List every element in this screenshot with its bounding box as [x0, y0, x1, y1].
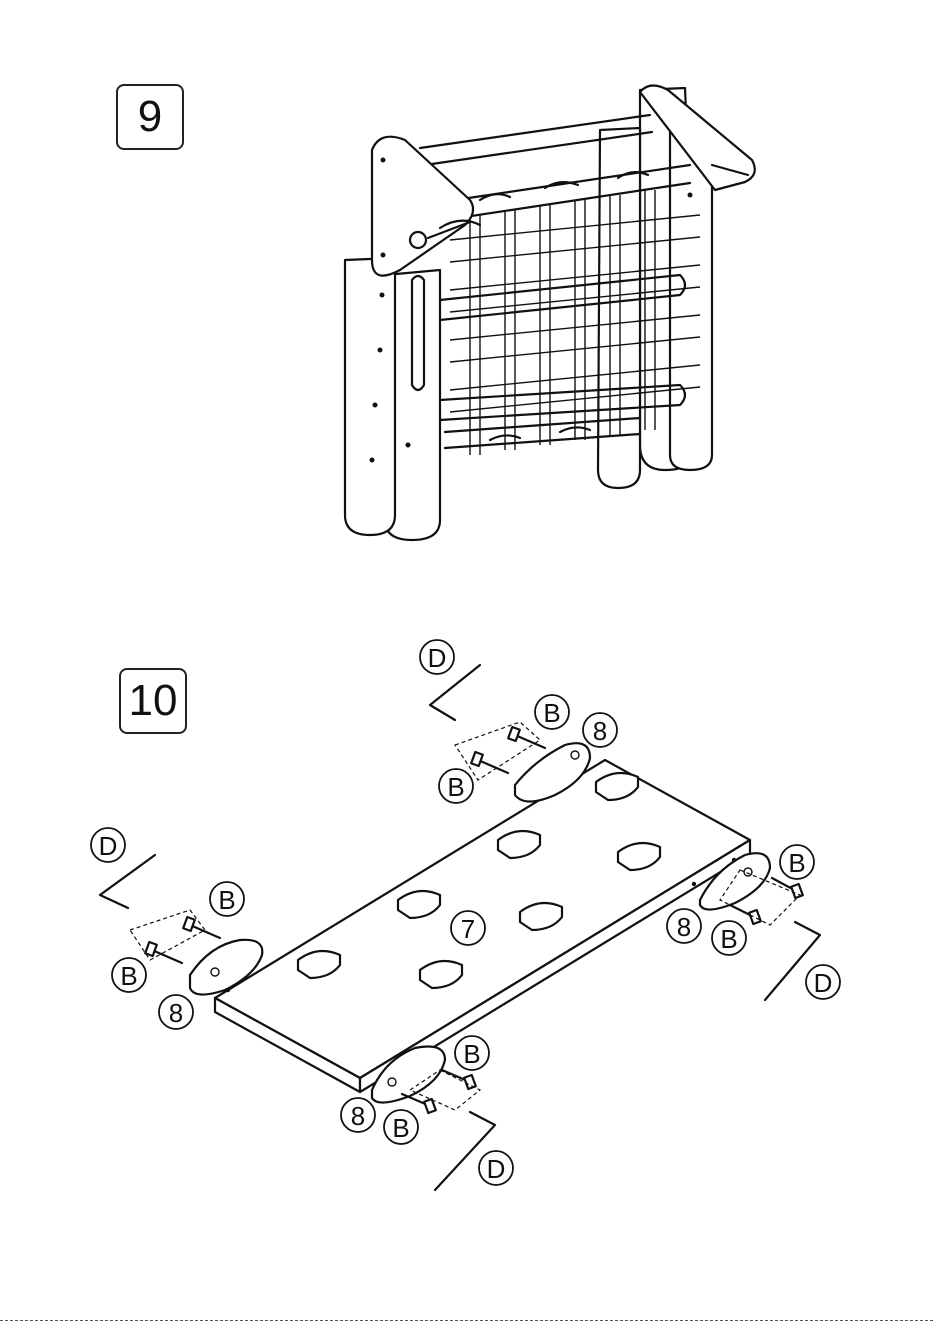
- svg-text:D: D: [487, 1154, 506, 1184]
- svg-text:8: 8: [169, 998, 183, 1028]
- callout-hexkey-d-4: D: [479, 1151, 513, 1185]
- callout-hold-8-bottom: 8: [341, 1098, 375, 1132]
- callout-hexkey-d-1: D: [420, 640, 454, 674]
- callout-screw-b-1: B: [535, 695, 569, 729]
- callout-hexkey-d-3: D: [806, 965, 840, 999]
- callout-hold-8-top: 8: [583, 713, 617, 747]
- svg-text:B: B: [543, 698, 560, 728]
- callout-hold-8-left: 8: [159, 995, 193, 1029]
- callout-screw-b-4: B: [112, 958, 146, 992]
- callout-screw-b-6: B: [712, 921, 746, 955]
- svg-text:7: 7: [461, 914, 475, 944]
- svg-text:D: D: [428, 643, 447, 673]
- svg-text:8: 8: [351, 1101, 365, 1131]
- svg-text:B: B: [447, 772, 464, 802]
- callout-screw-b-5: B: [780, 845, 814, 879]
- callout-screw-b-7: B: [455, 1036, 489, 1070]
- board-assembly-drawing: 7 8 8 8 8 B B B B B B B B D D D D: [91, 640, 840, 1190]
- svg-text:8: 8: [593, 716, 607, 746]
- svg-text:B: B: [218, 885, 235, 915]
- svg-text:D: D: [814, 968, 833, 998]
- callout-board-7: 7: [451, 911, 485, 945]
- svg-text:B: B: [720, 924, 737, 954]
- callout-hexkey-d-2: D: [91, 828, 125, 862]
- callout-hold-8-right: 8: [667, 909, 701, 943]
- callout-screw-b-2: B: [439, 769, 473, 803]
- page-edge-rule: [0, 1320, 933, 1321]
- svg-text:D: D: [99, 831, 118, 861]
- svg-text:B: B: [463, 1039, 480, 1069]
- svg-text:B: B: [120, 961, 137, 991]
- svg-text:B: B: [788, 848, 805, 878]
- callout-screw-b-3: B: [210, 882, 244, 916]
- climbing-frame-drawing: [345, 85, 755, 540]
- svg-text:B: B: [392, 1113, 409, 1143]
- callout-screw-b-8: B: [384, 1110, 418, 1144]
- svg-text:8: 8: [677, 912, 691, 942]
